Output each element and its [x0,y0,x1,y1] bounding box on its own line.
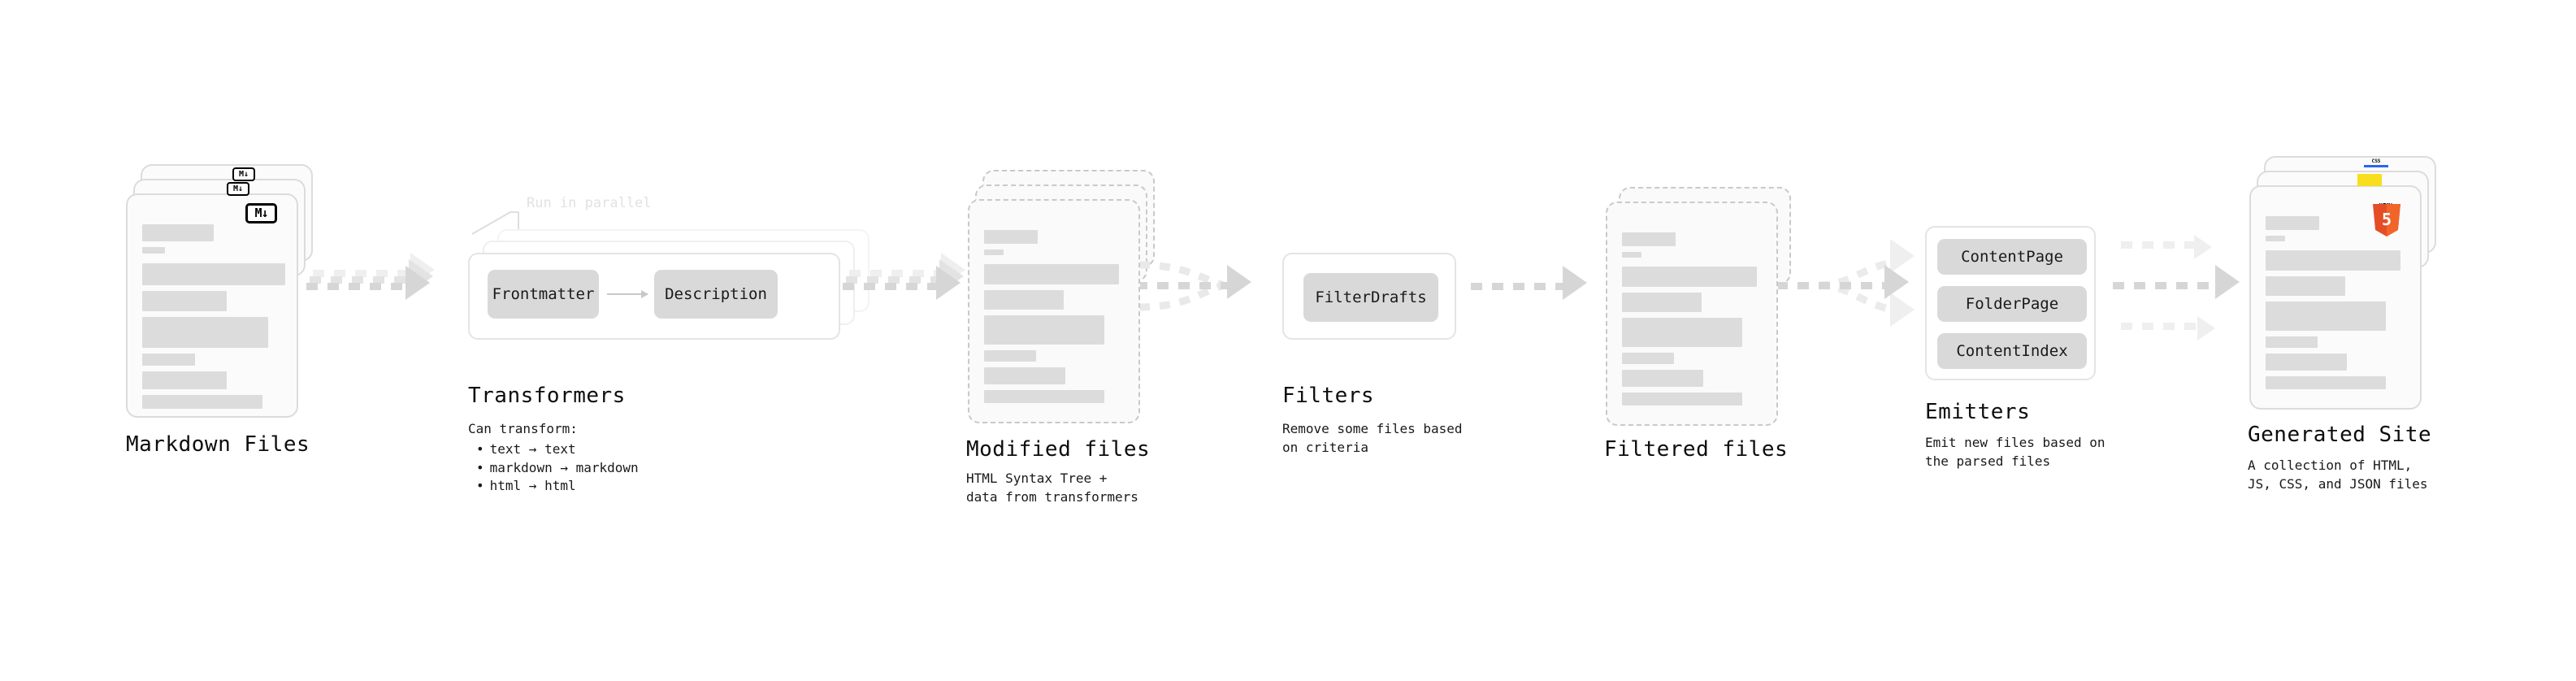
transformers-bullet-item: markdown → markdown [476,459,639,478]
stage-title-generated-site: Generated Site [2248,423,2432,447]
placeholder-bar [142,224,214,241]
markdown-badge-mid: M↓ [227,182,249,196]
placeholder-bar [142,263,285,285]
html5-shield-inner [2387,204,2400,236]
stage-title-filtered-files: Filtered files [1604,437,1789,462]
placeholder-bar [984,367,1065,384]
transformers-bullet-list: text → text markdown → markdown html → h… [476,440,639,496]
transformers-bullet-item: text → text [476,440,639,459]
generated-site-subtitle: A collection of HTML, JS, CSS, and JSON … [2248,458,2428,492]
placeholder-bar [2266,216,2319,230]
placeholder-bar [984,315,1104,345]
placeholder-bar [1622,393,1742,406]
document-placeholder-lines [1622,232,1763,411]
placeholder-bar [142,371,227,389]
placeholder-bar [2266,376,2386,389]
placeholder-bar [1622,370,1703,387]
placeholder-bar [1622,318,1742,347]
placeholder-bar [142,354,195,366]
markdown-badge-back: M↓ [232,167,255,181]
connector-dash [849,270,947,277]
placeholder-bar [1622,267,1757,287]
transformer-chip-description[interactable]: Description [654,270,778,319]
modified-file-card-front [968,199,1140,423]
connector-arrowhead [2194,235,2212,259]
placeholder-bar [2266,354,2347,371]
connector-dash [2121,241,2199,249]
connector-dash [1471,283,1570,290]
connector-merge-curves [1138,261,1225,311]
emitters-subtitle: Emit new files based on the parsed files [1925,435,2105,469]
transformers-bullet-item: html → html [476,477,639,496]
emitter-chip-folderpage[interactable]: FolderPage [1937,286,2087,322]
connector-arrowhead [1227,265,1251,299]
placeholder-bar [142,247,165,254]
connector-dash [843,283,942,290]
document-placeholder-lines [142,224,285,414]
placeholder-bar [1622,293,1702,312]
connector-dash [313,270,415,277]
js-badge [2357,174,2382,186]
emitters-box: ContentPage FolderPage ContentIndex [1925,226,2096,380]
placeholder-bar [984,249,1004,255]
placeholder-bar [1622,232,1676,246]
stage-title-transformers: Transformers [468,384,626,408]
filter-chip-filterdrafts[interactable]: FilterDrafts [1303,273,1438,322]
connector-arrowhead [1563,266,1587,300]
html5-badge: HTML 5 [2373,203,2400,236]
connector-arrowhead [2197,316,2215,340]
filtered-file-card-front [1606,202,1778,426]
placeholder-bar [142,395,262,409]
html5-badge-number: 5 [2381,210,2392,229]
stage-title-markdown-files: Markdown Files [126,432,310,457]
css-badge-label: CSS [2371,158,2381,164]
emitter-chip-contentpage[interactable]: ContentPage [1937,239,2087,275]
document-placeholder-lines [2266,216,2407,395]
transformer-inner-arrow [607,290,648,298]
placeholder-bar [1622,252,1641,258]
placeholder-bar [142,317,268,348]
stage-title-filters: Filters [1282,384,1375,408]
markdown-file-card-front [126,193,298,418]
connector-dash [1136,282,1235,289]
placeholder-bar [984,230,1038,244]
stage-title-modified-files: Modified files [966,437,1151,462]
placeholder-bar [2266,250,2400,271]
placeholder-bar [984,390,1104,403]
placeholder-bar [984,350,1036,362]
connector-arrowhead [936,266,961,300]
filters-subtitle: Remove some files based on criteria [1282,421,1463,455]
placeholder-bar [984,264,1119,284]
transformers-box: Frontmatter Description [468,253,840,340]
connector-dash [2121,323,2202,330]
markdown-badge: M↓ [245,203,277,223]
generated-site-card-stack: CSS HTML 5 [2249,156,2436,410]
document-placeholder-lines [984,230,1125,409]
run-in-parallel-note: Run in parallel [527,195,652,211]
connector-arrowhead [1884,265,1909,299]
connector-dash [1776,282,1893,289]
placeholder-bar [2266,301,2386,331]
emitter-chip-contentindex[interactable]: ContentIndex [1937,333,2087,369]
connector-dash [2113,282,2223,289]
placeholder-bar [984,290,1064,310]
placeholder-bar [142,291,227,311]
placeholder-bar [2266,276,2345,296]
placeholder-bar [2266,336,2318,348]
placeholder-bar [1622,353,1674,364]
connector-dash [306,283,410,290]
connector-dash [846,276,945,284]
filters-box: FilterDrafts [1282,253,1456,340]
connector-arrowhead [405,266,430,300]
connector-arrowhead [2215,265,2240,299]
modified-files-subtitle: HTML Syntax Tree + data from transformer… [966,471,1138,505]
transformer-chip-frontmatter[interactable]: Frontmatter [488,270,599,319]
css-badge: CSS [2364,159,2388,170]
connector-dash [310,276,414,284]
placeholder-bar [2266,236,2285,241]
stage-title-emitters: Emitters [1925,400,2031,424]
transformers-subtitle: Can transform: [468,421,578,436]
css-badge-underline [2364,165,2388,167]
